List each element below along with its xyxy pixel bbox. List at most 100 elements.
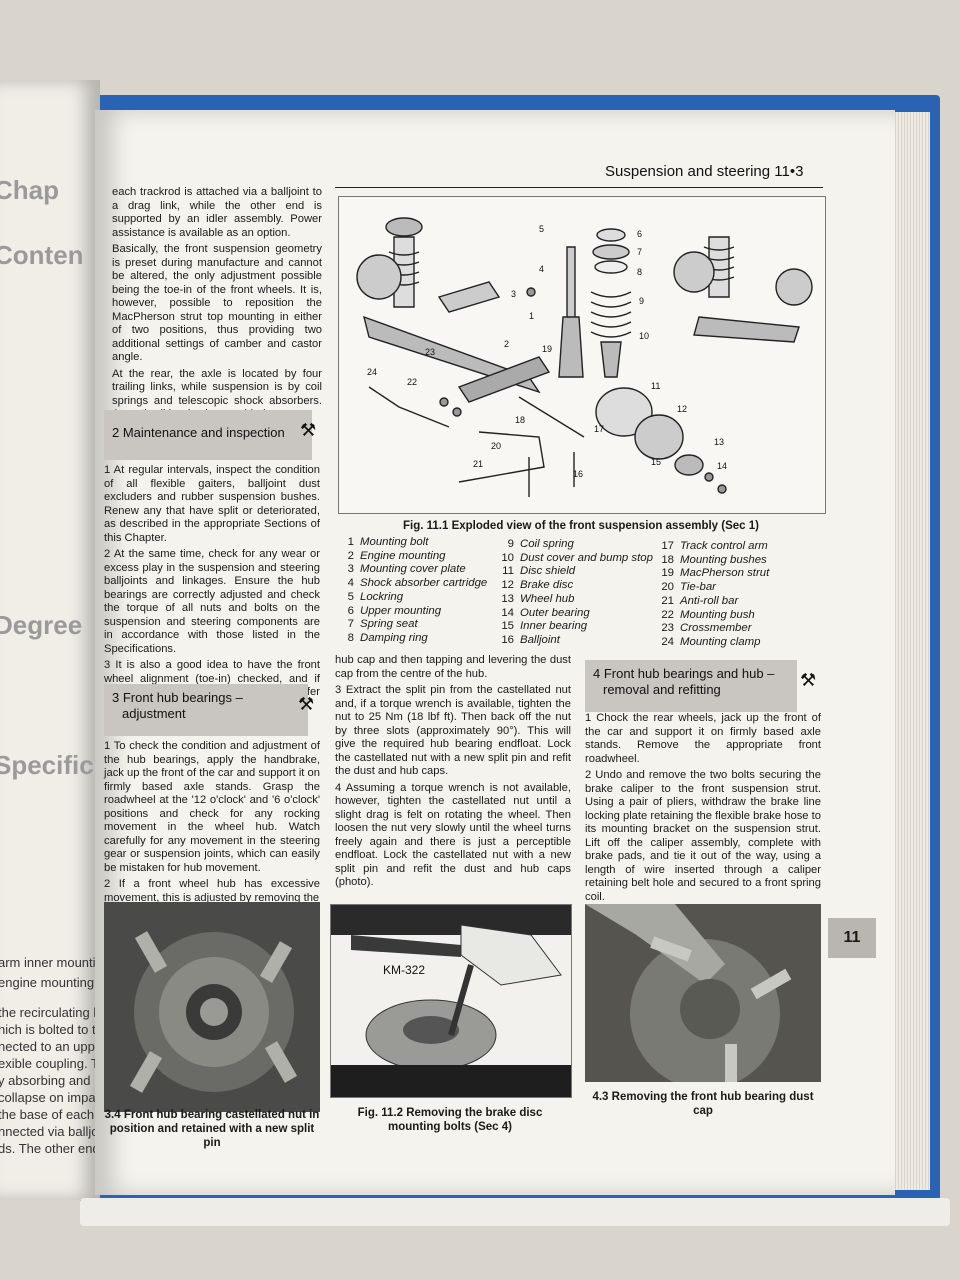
chapter-tab: 11 bbox=[828, 918, 876, 958]
left-page-text: hich is bolted to the bbox=[0, 1022, 100, 1037]
left-page-text: Conten bbox=[0, 240, 84, 270]
paragraph: 1 Chock the rear wheels, jack up the fro… bbox=[585, 712, 821, 765]
left-page-text: collapse on impact bbox=[0, 1090, 100, 1105]
legend-label: Mounting bushes bbox=[680, 553, 767, 566]
legend-number: 1 bbox=[347, 536, 354, 548]
left-page-text: the base of each bbox=[0, 1107, 95, 1122]
section-3-continued: hub cap and then tapping and levering th… bbox=[335, 654, 571, 893]
wrench-icon: ⚒ bbox=[298, 694, 315, 714]
legend-number: 17 bbox=[661, 540, 674, 552]
wrench-icon: ⚒ bbox=[800, 670, 817, 690]
legend-number: 8 bbox=[347, 631, 354, 644]
header-rule bbox=[335, 187, 823, 188]
callout-number: 17 bbox=[594, 424, 604, 434]
legend-label: MacPherson strut bbox=[680, 567, 770, 580]
hub-photo-illustration bbox=[129, 931, 298, 1093]
section-subtitle: adjustment bbox=[122, 706, 186, 721]
left-page-text: arm inner mounting bbox=[0, 955, 100, 970]
paragraph: hub cap and then tapping and levering th… bbox=[335, 654, 571, 680]
callout-number: 22 bbox=[407, 377, 417, 387]
section-2-text: 1 At regular intervals, inspect the cond… bbox=[104, 464, 320, 716]
legend-label: Disc shield bbox=[520, 565, 576, 578]
legend-label: Mounting bolt bbox=[360, 536, 429, 548]
legend-label: Upper mounting bbox=[360, 604, 442, 617]
paragraph: 3 Extract the split pin from the castell… bbox=[335, 684, 571, 777]
section-3-text: 1 To check the condition and adjustment … bbox=[104, 740, 320, 908]
legend-number: 15 bbox=[501, 620, 514, 633]
legend-label: Brake disc bbox=[520, 579, 574, 592]
paragraph: 1 To check the condition and adjustment … bbox=[104, 740, 320, 874]
legend-number: 23 bbox=[661, 622, 674, 635]
legend-label: Shock absorber cartridge bbox=[360, 577, 488, 590]
brake-disc-illustration bbox=[331, 905, 571, 1097]
book-base-edge bbox=[80, 1198, 950, 1226]
legend-label: Anti-roll bar bbox=[680, 594, 739, 607]
dust-cap-illustration bbox=[585, 904, 792, 1082]
callout-number: 2 bbox=[504, 339, 509, 349]
legend-item: 18 Mounting bushes bbox=[660, 554, 820, 568]
legend-item: 12 Brake disc bbox=[500, 579, 660, 593]
legend-label: Mounting clamp bbox=[680, 635, 761, 648]
legend-label: Engine mounting bbox=[360, 549, 446, 562]
paragraph: 2 Undo and remove the two bolts securing… bbox=[585, 769, 821, 903]
callout-number: 12 bbox=[677, 404, 687, 414]
legend-number: 13 bbox=[501, 592, 514, 605]
left-page-text: nnected via balljoints bbox=[0, 1124, 100, 1139]
legend-label: Outer bearing bbox=[520, 606, 590, 619]
legend-number: 6 bbox=[347, 604, 354, 617]
callout-number: 24 bbox=[367, 367, 377, 377]
legend-item: 11 Disc shield bbox=[500, 565, 660, 579]
tool-label: KM-322 bbox=[383, 963, 426, 977]
legend-number: 11 bbox=[502, 565, 514, 578]
legend-number: 18 bbox=[661, 553, 674, 566]
legend-number: 12 bbox=[501, 579, 514, 592]
legend-item: 1 Mounting bolt bbox=[340, 536, 500, 550]
left-page-text: nected to an upper bbox=[0, 1039, 100, 1054]
photo-dust-cap-removal bbox=[585, 904, 821, 1082]
callout-number: 15 bbox=[651, 457, 661, 467]
legend-number: 3 bbox=[347, 563, 354, 576]
callout-number: 13 bbox=[714, 437, 724, 447]
legend-number: 19 bbox=[661, 567, 674, 580]
callout-number: 9 bbox=[639, 296, 644, 306]
left-page-text: Specific bbox=[0, 750, 94, 780]
wrench-icon: ⚒ bbox=[300, 420, 317, 440]
callout-number: 23 bbox=[425, 347, 435, 357]
callout-number: 19 bbox=[542, 344, 552, 354]
section-3-heading: 3 Front hub bearings – adjustment bbox=[104, 684, 308, 736]
legend-number: 5 bbox=[347, 590, 354, 603]
photo-caption: 4.3 Removing the front hub bearing dust … bbox=[592, 1091, 814, 1117]
legend-label: Tie-bar bbox=[680, 581, 716, 594]
legend-label: Dust cover and bump stop bbox=[520, 551, 653, 564]
photo-hub-castellated-nut bbox=[104, 902, 320, 1112]
left-page-text: ds. The other end of bbox=[0, 1141, 100, 1156]
legend-number: 14 bbox=[501, 606, 514, 619]
callout-number: 10 bbox=[639, 331, 649, 341]
page-edges bbox=[890, 112, 930, 1190]
callout-number: 18 bbox=[515, 415, 525, 425]
callout-number: 20 bbox=[491, 441, 501, 451]
callout-number: 1 bbox=[529, 311, 534, 321]
section-4-heading: 4 Front hub bearings and hub – removal a… bbox=[585, 660, 797, 712]
legend-item: 6 Upper mounting bbox=[340, 605, 500, 619]
left-page-text: Degree bbox=[0, 610, 83, 640]
callout-number: 5 bbox=[539, 224, 544, 234]
section-2-heading: 2 Maintenance and inspection bbox=[104, 410, 312, 460]
section-title: 3 Front hub bearings – bbox=[112, 690, 243, 705]
paragraph: 4 Assuming a torque wrench is not availa… bbox=[335, 781, 571, 889]
